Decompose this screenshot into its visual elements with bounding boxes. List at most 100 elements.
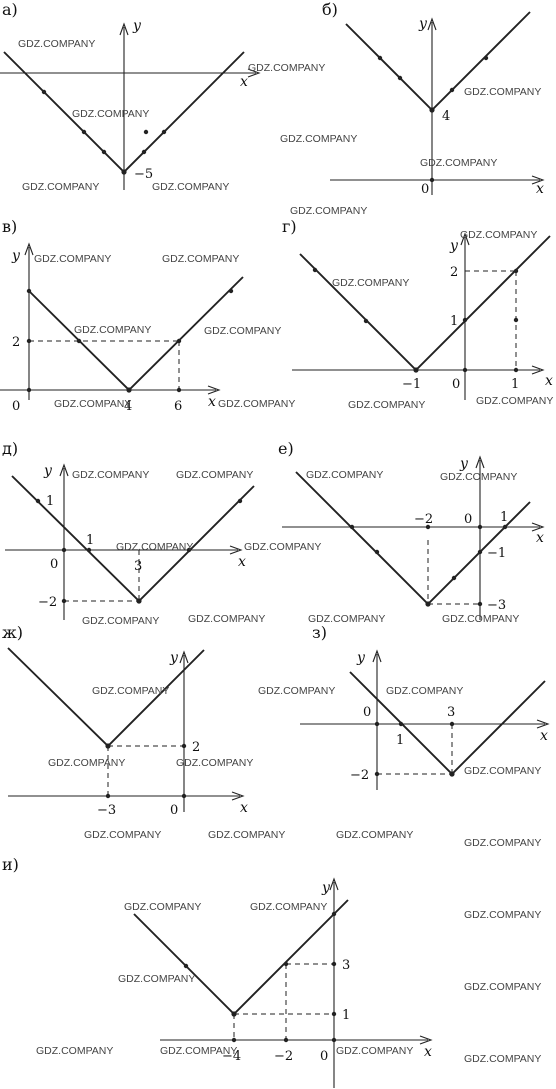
origin-point: [61, 547, 67, 553]
panel-label: е): [278, 439, 294, 458]
watermark: GDZ.COMPANY: [22, 181, 99, 193]
watermark: GDZ.COMPANY: [476, 395, 553, 407]
vertex-point: [425, 601, 431, 607]
panel-label: в): [2, 217, 17, 236]
graph-point: [363, 318, 369, 324]
watermark: GDZ.COMPANY: [176, 469, 253, 481]
graph-line: [299, 235, 551, 372]
y-axis-label: y: [11, 248, 21, 264]
watermark: GDZ.COMPANY: [336, 829, 413, 841]
tick-label: 4: [442, 109, 450, 124]
x-axis-label: x: [540, 728, 548, 744]
graph-point: [181, 743, 187, 749]
watermark: GDZ.COMPANY: [54, 398, 131, 410]
x-axis-arrow: [531, 175, 545, 185]
watermark: GDZ.COMPANY: [48, 757, 125, 769]
graph-point: [462, 317, 468, 323]
graph-point: [35, 498, 41, 504]
tick-label: 1: [342, 1008, 350, 1023]
tick-label: 1: [500, 510, 508, 525]
panel-label: д): [2, 439, 18, 458]
graph-point: [374, 549, 380, 555]
tick-label: 0: [464, 512, 472, 527]
panel-v: в) y x 0 2 4 6: [0, 217, 244, 414]
tick-label: 0: [12, 399, 20, 414]
panel-d: д) y x 1 0 1 3 −2: [2, 439, 255, 620]
graph-point: [312, 267, 318, 273]
tick-label: 1: [396, 733, 404, 748]
panel-label: г): [282, 217, 297, 236]
tick-label: 3: [134, 559, 142, 574]
tick-label: −2: [274, 1049, 293, 1064]
panel-label: а): [2, 0, 18, 19]
y-axis-arrow: [329, 877, 339, 891]
panel-z: з) y x 0 1 3 −2: [300, 623, 550, 790]
origin-point: [331, 1037, 337, 1043]
graph-point: [449, 721, 455, 727]
graph-point: [283, 1037, 289, 1043]
graph-point: [86, 547, 92, 553]
tick-label: 1: [450, 314, 458, 329]
tick-label: 0: [50, 557, 58, 572]
watermark: GDZ.COMPANY: [348, 399, 425, 411]
graph-point: [449, 87, 455, 93]
watermark: GDZ.COMPANY: [152, 181, 229, 193]
graph-point: [237, 498, 243, 504]
tick-label: 0: [170, 803, 178, 818]
y-axis-label: y: [418, 16, 428, 32]
tick-label: −1: [487, 546, 506, 561]
watermark: GDZ.COMPANY: [386, 685, 463, 697]
graph-point: [331, 1011, 337, 1017]
watermark: GDZ.COMPANY: [464, 981, 541, 993]
watermark: GDZ.COMPANY: [204, 325, 281, 337]
y-axis-arrow: [119, 22, 129, 36]
watermark: GDZ.COMPANY: [464, 909, 541, 921]
y-axis-arrow: [372, 649, 382, 663]
graph-point: [513, 268, 519, 274]
tick-label: −4: [222, 1049, 241, 1064]
graph-point: [26, 288, 32, 294]
vertex-point: [449, 771, 455, 777]
panel-label: б): [322, 0, 338, 19]
graph-point: [76, 338, 82, 344]
graph-point: [161, 129, 167, 135]
y-axis-label: y: [321, 880, 331, 896]
graph-point: [176, 387, 182, 393]
graph-point: [176, 338, 182, 344]
graph-point: [61, 598, 67, 604]
graph-point: [231, 1037, 237, 1043]
panel-i: и) y x 3 1 −4 −2 0: [2, 855, 433, 1088]
y-axis-label: y: [132, 18, 142, 34]
watermark: GDZ.COMPANY: [74, 324, 151, 336]
watermark: GDZ.COMPANY: [36, 1045, 113, 1057]
watermark: GDZ.COMPANY: [162, 253, 239, 265]
tick-label: 2: [450, 265, 458, 280]
origin-point: [26, 387, 32, 393]
x-axis-label: x: [240, 800, 248, 816]
watermark: GDZ.COMPANY: [160, 1045, 237, 1057]
graph-point: [513, 367, 519, 373]
graph-line: [133, 899, 349, 1016]
graph-point: [377, 55, 383, 61]
origin-point: [477, 524, 483, 530]
graph-point: [228, 288, 234, 294]
graph-point: [477, 549, 483, 555]
y-axis-label: y: [449, 238, 459, 254]
tick-label: 6: [174, 399, 182, 414]
tick-label: 0: [452, 377, 460, 392]
panel-label: з): [312, 623, 327, 642]
graph-point: [397, 75, 403, 81]
vertex-point: [231, 1011, 237, 1017]
x-axis-arrow: [207, 385, 221, 395]
tick-label: 0: [421, 182, 429, 197]
tick-label: −1: [402, 377, 421, 392]
tick-label: −2: [38, 595, 57, 610]
graph-line: [295, 471, 531, 606]
watermark: GDZ.COMPANY: [18, 38, 95, 50]
watermark: GDZ.COMPANY: [84, 829, 161, 841]
tick-label: 1: [86, 533, 94, 548]
origin-point: [374, 721, 380, 727]
panel-g: г) y x −1 0 1 1 2: [282, 217, 553, 400]
y-axis-label: y: [459, 456, 469, 472]
